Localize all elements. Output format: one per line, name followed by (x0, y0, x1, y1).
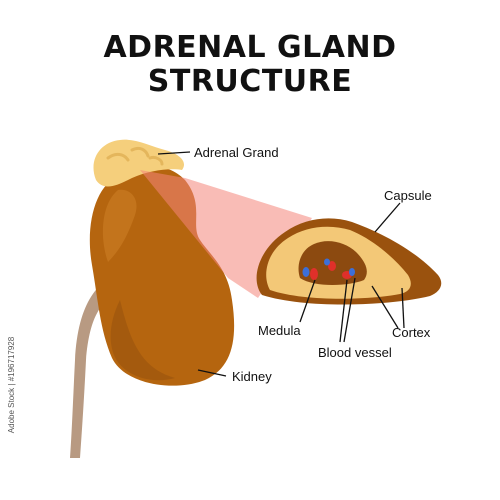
cortex-leader-1 (371, 285, 399, 329)
adrenal-gland-texture (106, 146, 164, 166)
medula-leader (299, 279, 316, 323)
adrenal-leader (157, 151, 191, 155)
cortex-leader-2 (401, 287, 405, 329)
kidney-leader (197, 369, 227, 377)
label-capsule: Capsule (384, 188, 432, 203)
label-adrenal: Adrenal Grand (194, 145, 279, 160)
stock-id-text: Adobe Stock | #196717928 (7, 336, 16, 433)
label-medula: Medula (258, 323, 301, 338)
adrenal-gland (93, 139, 185, 187)
kidney-shadow (102, 189, 137, 262)
ureter (70, 270, 140, 458)
title-line-1: ADRENAL GLAND (103, 30, 397, 65)
stock-watermark: Adobe Stock | #196717928 (7, 336, 16, 433)
label-kidney: Kidney (232, 369, 272, 384)
label-blood-vessel: Blood vessel (318, 345, 392, 360)
title-line-2: STRUCTURE (147, 64, 353, 99)
blood-vessel-leader-2 (343, 277, 356, 343)
label-cortex: Cortex (392, 325, 431, 340)
blood-vessels (302, 258, 355, 280)
kidney-dark-edge (110, 300, 175, 381)
blood-vessel-leader-1 (339, 279, 348, 343)
capsule-leader (374, 202, 401, 233)
